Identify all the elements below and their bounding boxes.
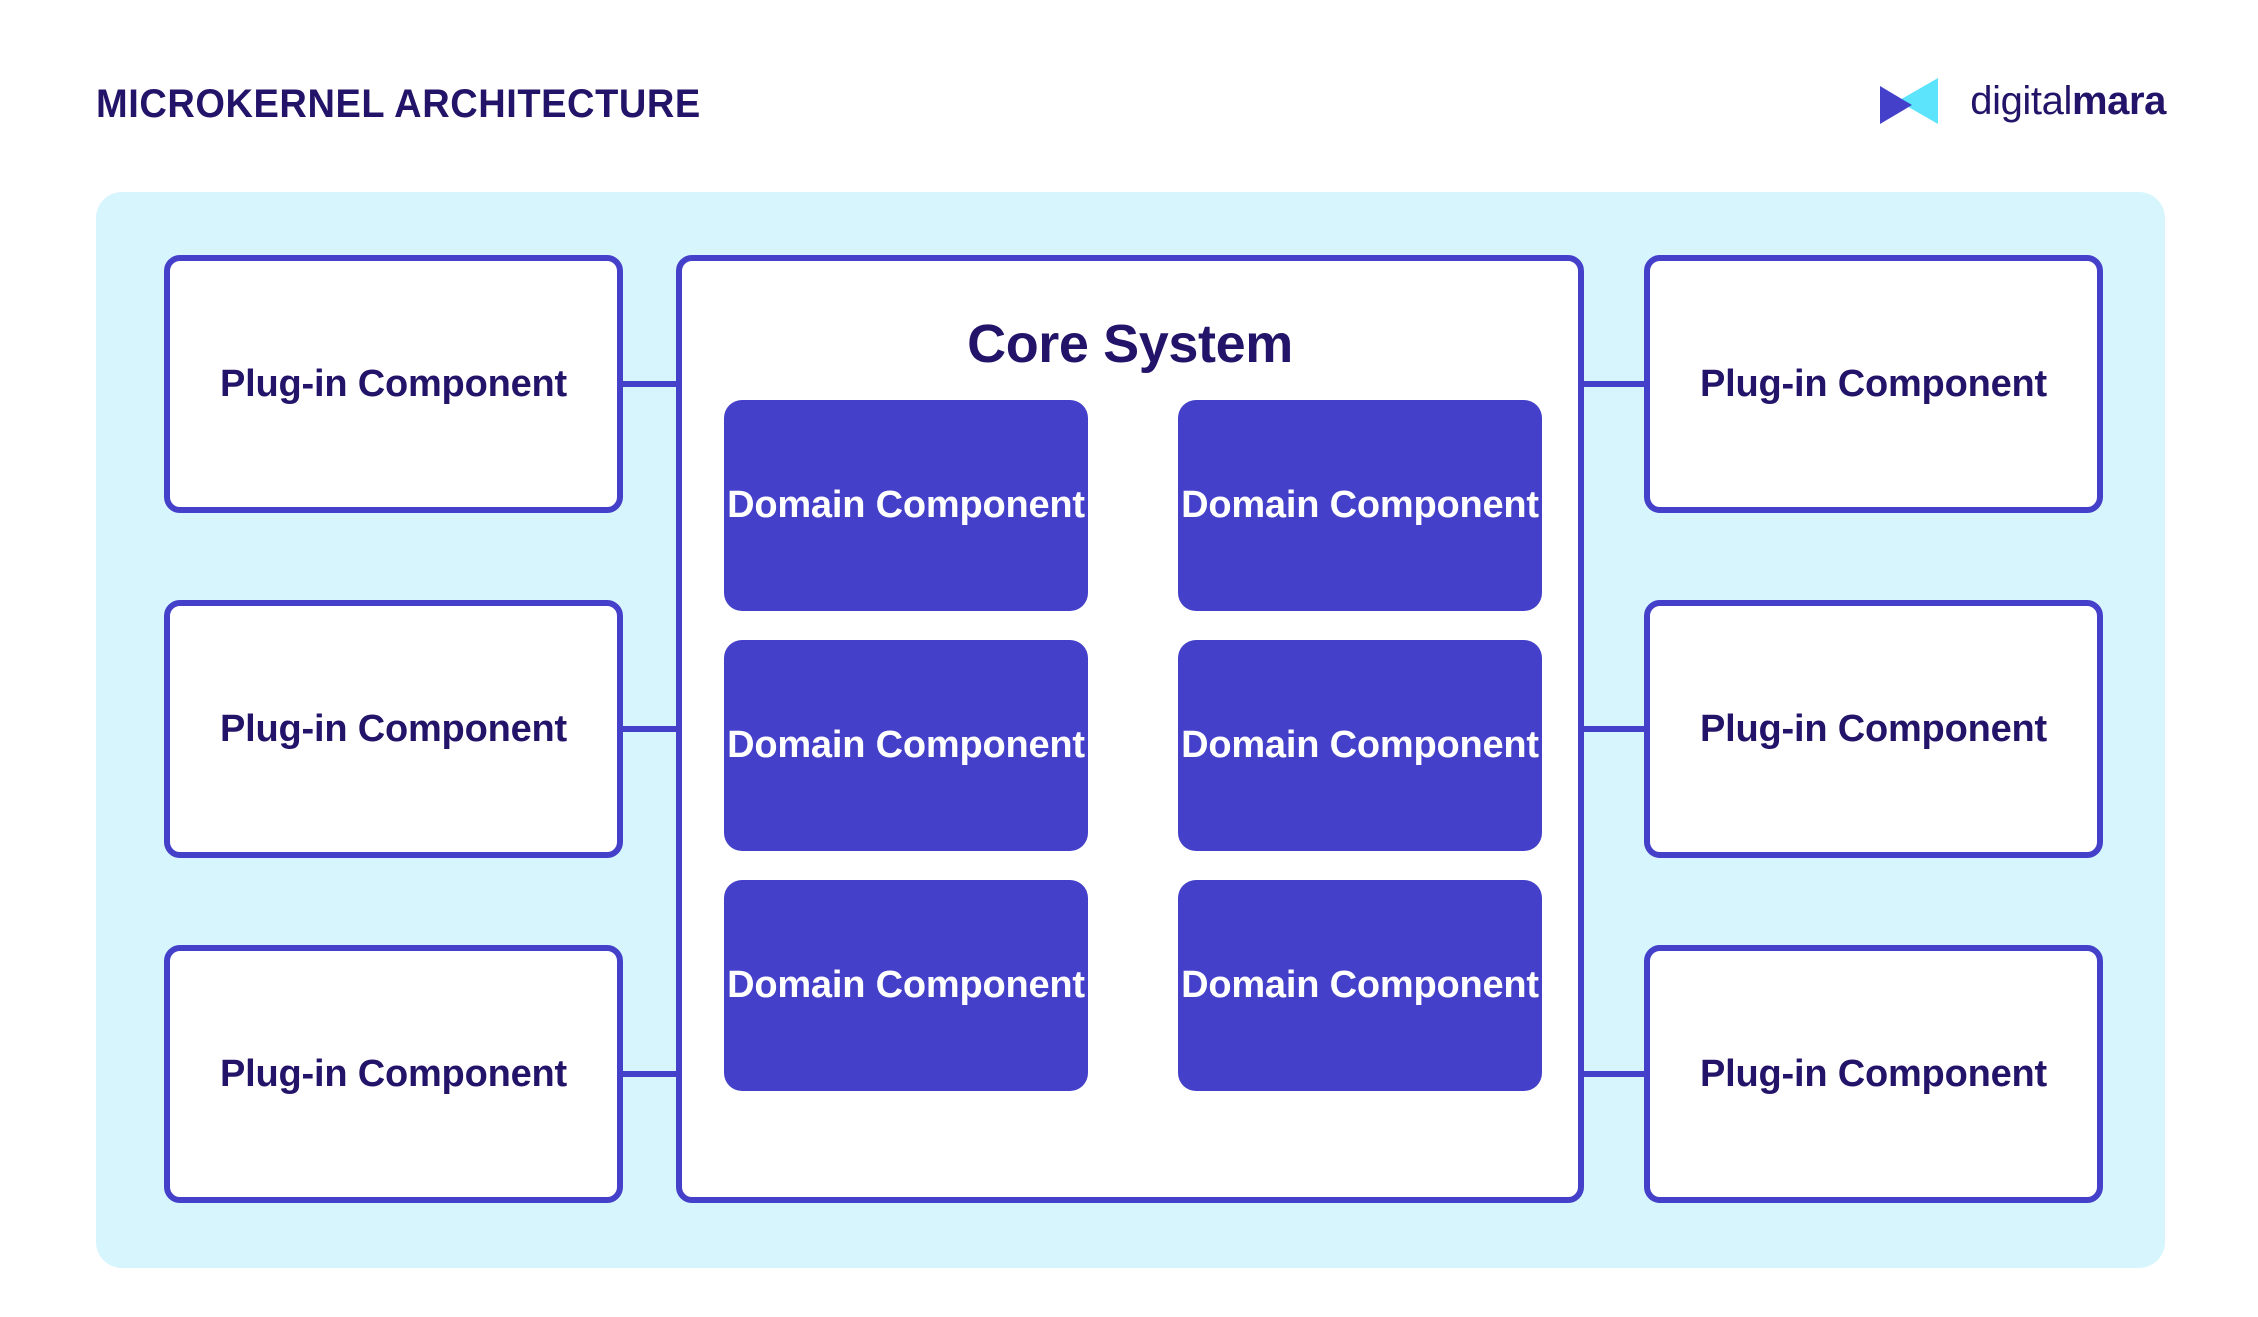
connector-right-1 — [1581, 381, 1647, 387]
plugin-component-right-2[interactable]: Plug-in Component — [1644, 600, 2103, 858]
plugin-component-right-3[interactable]: Plug-in Component — [1644, 945, 2103, 1203]
domain-component-3[interactable]: Domain Component — [724, 640, 1088, 851]
connector-left-3 — [623, 1071, 679, 1077]
domain-component-6[interactable]: Domain Component — [1178, 880, 1542, 1091]
page-title: MICROKERNEL ARCHITECTURE — [96, 82, 701, 126]
core-system-box[interactable]: Core System Domain Component Domain Comp… — [676, 255, 1584, 1203]
brand-wordmark: digitalmara — [1970, 81, 2166, 121]
connector-left-2 — [623, 726, 679, 732]
domain-component-4[interactable]: Domain Component — [1178, 640, 1542, 851]
plugin-component-left-1[interactable]: Plug-in Component — [164, 255, 623, 513]
diagram-panel: Plug-in Component Plug-in Component Plug… — [96, 192, 2165, 1268]
double-triangle-play-logo-icon — [1876, 70, 1952, 132]
connector-left-1 — [623, 381, 679, 387]
plugin-component-left-2[interactable]: Plug-in Component — [164, 600, 623, 858]
domain-component-5[interactable]: Domain Component — [724, 880, 1088, 1091]
domain-component-1[interactable]: Domain Component — [724, 400, 1088, 611]
domain-component-2[interactable]: Domain Component — [1178, 400, 1542, 611]
brand-name-light: digital — [1970, 79, 2072, 123]
brand-name-bold: mara — [2071, 79, 2166, 123]
core-system-title: Core System — [967, 314, 1293, 374]
brand-logo: digitalmara — [1876, 70, 2166, 132]
domain-component-grid: Domain Component Domain Component Domain… — [724, 400, 1542, 1091]
connector-right-3 — [1581, 1071, 1647, 1077]
connector-right-2 — [1581, 726, 1647, 732]
page-header: MICROKERNEL ARCHITECTURE digitalmara — [0, 0, 2258, 192]
plugin-component-left-3[interactable]: Plug-in Component — [164, 945, 623, 1203]
plugin-component-right-1[interactable]: Plug-in Component — [1644, 255, 2103, 513]
